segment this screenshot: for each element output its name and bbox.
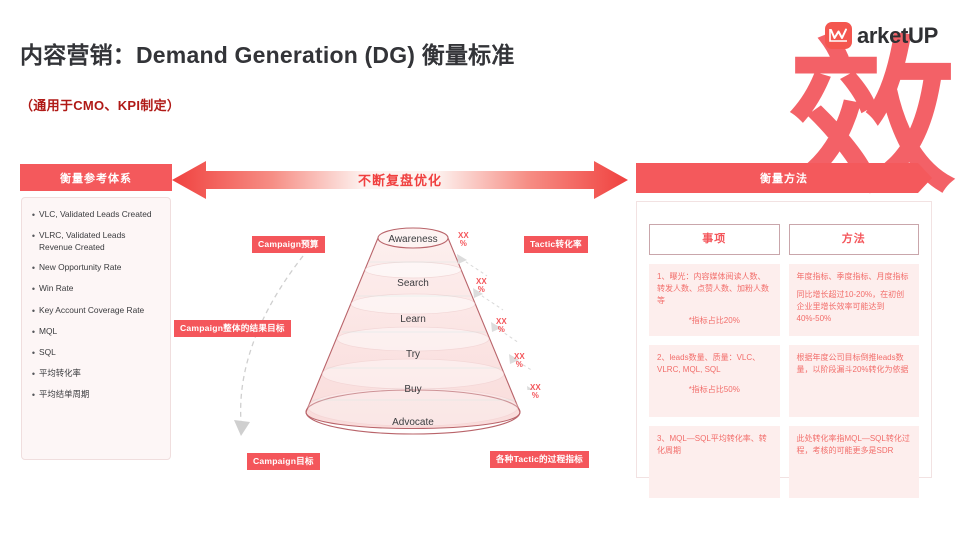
list-item: • VLRC, Validated Leads Revenue Created: [28, 230, 161, 253]
metric-label: Win Rate: [39, 283, 74, 294]
cell-method: 根据年度公司目标倒推leads数量，以阶段漏斗20%转化为依据: [788, 344, 919, 417]
conversion-marker: XX %: [514, 352, 525, 370]
bullet-icon: •: [31, 326, 36, 337]
page-title: 内容营销：Demand Generation (DG) 衡量标准: [20, 42, 515, 68]
conversion-marker-unit: %: [459, 239, 467, 249]
conversion-arrows-icon: [457, 254, 534, 390]
cell-method: 年度指标、季度指标、月度指标 同比增长超过10-20%，在初创企业里增长效率可能…: [788, 263, 919, 336]
arrow-label: 不断复盘优化: [357, 173, 442, 188]
bullet-icon: •: [31, 305, 36, 316]
table-header-row: 事项 方法: [649, 224, 919, 255]
list-item: • Key Account Coverage Rate: [28, 305, 161, 317]
conversion-marker-unit: %: [515, 360, 523, 370]
svg-text:Awareness: Awareness: [388, 234, 437, 245]
svg-text:Advocate: Advocate: [392, 417, 434, 428]
table-row: 1、曝光：内容媒体阅读人数、转发人数、点赞人数、加粉人数等 *指标占比20% 年…: [649, 263, 919, 336]
cell-item-text: 3、MQL—SQL平均转化率、转化周期: [657, 433, 767, 455]
conversion-marker-value: XX: [530, 383, 541, 392]
list-item: • Win Rate: [28, 283, 161, 295]
funnel-cone-icon: Awareness Search Learn Try Buy Advocate: [305, 227, 521, 435]
conversion-marker-value: XX: [496, 317, 507, 326]
table-row: 3、MQL—SQL平均转化率、转化周期 此处转化率指MQL—SQL转化过程，考核…: [649, 425, 919, 498]
marketup-logo-icon: [824, 22, 852, 49]
cell-method-text-2: 同比增长超过10-20%，在初创企业里增长效率可能达到40%-50%: [796, 289, 905, 323]
column-header-item: 事项: [649, 224, 780, 255]
tag-tactic-conversion-rate: Tactic转化率: [524, 236, 588, 253]
conversion-marker: XX %: [496, 317, 507, 335]
cell-method-text-1: 年度指标、季度指标、月度指标: [796, 271, 909, 281]
bullet-icon: •: [31, 231, 36, 242]
conversion-marker: XX %: [476, 277, 487, 295]
bullet-icon: •: [31, 263, 36, 274]
metric-label: MQL: [39, 325, 58, 336]
table-row: 2、leads数量、质量：VLC、 VLRC, MQL, SQL *指标占比50…: [649, 344, 919, 417]
cell-method-text-1: 根据年度公司目标倒推leads数量，以阶段漏斗20%转化为依据: [796, 352, 909, 374]
list-item: • 平均结单周期: [28, 389, 161, 401]
logo-wordmark: arketUP: [856, 22, 938, 48]
metric-label: Key Account Coverage Rate: [39, 304, 145, 315]
bullet-icon: •: [31, 347, 36, 358]
tag-tactic-process-metrics: 各种Tactic的过程指标: [490, 451, 589, 468]
metric-label: SQL: [39, 346, 56, 357]
conversion-marker-unit: %: [531, 391, 539, 401]
metric-label: 平均转化率: [39, 368, 81, 379]
conversion-marker-value: XX: [514, 352, 525, 361]
feedback-loop-arrow: 不断复盘优化: [172, 158, 628, 202]
conversion-marker: XX %: [530, 383, 541, 401]
marketing-funnel-diagram: Awareness Search Learn Try Buy Advocate: [268, 222, 558, 452]
cell-method: 此处转化率指MQL—SQL转化过程，考核的可能更多是SDR: [788, 425, 919, 498]
metric-label: VLRC, Validated Leads Revenue Created: [39, 230, 126, 252]
conversion-marker-unit: %: [477, 285, 485, 295]
metric-label: New Opportunity Rate: [39, 262, 122, 273]
tag-campaign-goal: Campaign目标: [247, 453, 320, 470]
metric-label: 平均结单周期: [39, 389, 90, 400]
cell-item: 1、曝光：内容媒体阅读人数、转发人数、点赞人数、加粉人数等 *指标占比20%: [649, 263, 780, 336]
column-header-method: 方法: [788, 224, 919, 255]
conversion-marker-value: XX: [458, 231, 469, 240]
brand-logo: arketUP: [824, 22, 938, 49]
bullet-icon: •: [31, 284, 36, 295]
metric-label: VLC, Validated Leads Created: [39, 209, 152, 219]
bullet-icon: •: [31, 369, 36, 380]
conversion-marker: XX %: [458, 231, 469, 249]
measurement-method-panel: 事项 方法 1、曝光：内容媒体阅读人数、转发人数、点赞人数、加粉人数等 *指标占…: [636, 201, 932, 498]
cell-item-note: *指标占比20%: [688, 315, 740, 325]
cell-item-text: 2、leads数量、质量：VLC、 VLRC, MQL, SQL: [657, 352, 761, 374]
list-item: • MQL: [28, 326, 161, 338]
measurement-reference-panel: • VLC, Validated Leads Created • VLRC, V…: [21, 197, 171, 460]
page-subtitle: （通用于CMO、KPI制定）: [20, 98, 181, 113]
cell-method-text-1: 此处转化率指MQL—SQL转化过程，考核的可能更多是SDR: [796, 433, 910, 455]
double-arrow-icon: [172, 161, 628, 199]
list-item: • SQL: [28, 347, 161, 359]
conversion-marker-unit: %: [497, 325, 505, 335]
tag-campaign-overall-goal: Campaign整体的结果目标: [174, 320, 291, 337]
right-section-banner: 衡量方法: [636, 163, 932, 193]
cell-item-note: *指标占比50%: [688, 384, 740, 394]
cell-item: 3、MQL—SQL平均转化率、转化周期: [649, 425, 780, 498]
conversion-marker-value: XX: [476, 277, 487, 286]
bullet-icon: •: [31, 390, 36, 401]
svg-text:Learn: Learn: [400, 314, 426, 325]
list-item: • 平均转化率: [28, 368, 161, 380]
left-section-banner: 衡量参考体系: [20, 164, 172, 191]
bullet-icon: •: [31, 210, 36, 220]
cell-item-text: 1、曝光：内容媒体阅读人数、转发人数、点赞人数、加粉人数等: [657, 271, 769, 305]
svg-text:Search: Search: [397, 278, 429, 289]
list-item: • New Opportunity Rate: [28, 262, 161, 274]
cell-item: 2、leads数量、质量：VLC、 VLRC, MQL, SQL *指标占比50…: [649, 344, 780, 417]
svg-text:Try: Try: [406, 349, 420, 360]
tag-campaign-budget: Campaign预算: [252, 236, 325, 253]
chart-m-icon: [829, 28, 847, 42]
method-table: 事项 方法 1、曝光：内容媒体阅读人数、转发人数、点赞人数、加粉人数等 *指标占…: [649, 224, 919, 498]
list-item: • VLC, Validated Leads Created: [28, 209, 161, 221]
campaign-flow-arrow-icon: [234, 255, 304, 436]
svg-text:Buy: Buy: [404, 384, 421, 395]
